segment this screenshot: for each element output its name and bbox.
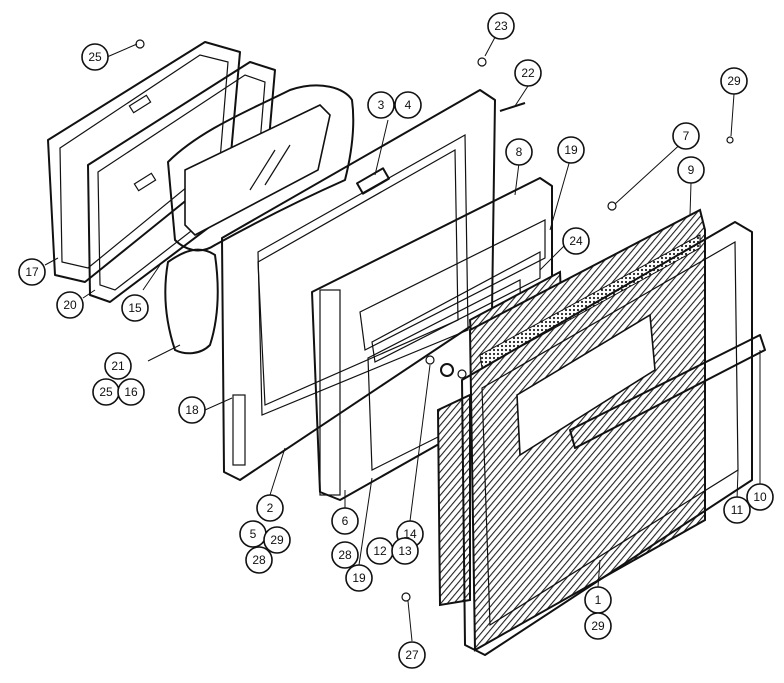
callout-label-29-bottom: 29 (591, 619, 605, 633)
callout-label-23: 23 (494, 19, 508, 33)
callout-label-27: 27 (405, 648, 419, 662)
callout-label-15: 15 (128, 301, 142, 315)
callout-label-19-top: 19 (564, 143, 578, 157)
insulation-blanket (164, 84, 355, 355)
callout-label-29-top: 29 (727, 74, 741, 88)
callout-label-29-left: 29 (270, 533, 284, 547)
callouts: 25 17 20 15 21 25 16 18 3 4 23 22 8 19 7… (18, 12, 774, 669)
callout-label-24: 24 (569, 234, 583, 248)
callout-label-17: 17 (25, 265, 39, 279)
callout-label-5: 5 (250, 527, 257, 541)
outer-door-panel (468, 208, 706, 652)
callout-label-18: 18 (185, 403, 199, 417)
callout-label-12: 12 (373, 544, 387, 558)
callout-label-7: 7 (683, 129, 690, 143)
callout-label-3: 3 (378, 98, 385, 112)
callout-label-20: 20 (63, 298, 77, 312)
callout-label-11: 11 (731, 503, 744, 517)
callout-label-9: 9 (688, 163, 695, 177)
callout-label-16: 16 (124, 385, 138, 399)
callout-label-1: 1 (595, 593, 602, 607)
leader-lines (44, 25, 761, 642)
callout-label-19-bottom: 19 (352, 571, 366, 585)
callout-label-28-left: 28 (252, 553, 266, 567)
callout-label-21: 21 (111, 359, 125, 373)
callout-label-10: 10 (753, 490, 767, 504)
hardware (135, 39, 734, 602)
callout-label-25-mid: 25 (99, 385, 113, 399)
callout-label-4: 4 (405, 98, 412, 112)
callout-label-22: 22 (521, 66, 535, 80)
callout-label-8: 8 (516, 145, 523, 159)
callout-label-13: 13 (398, 544, 412, 558)
callout-label-6: 6 (342, 514, 349, 528)
callout-label-25-top: 25 (88, 50, 102, 64)
callout-label-28-center: 28 (338, 548, 352, 562)
callout-label-2: 2 (267, 501, 274, 515)
